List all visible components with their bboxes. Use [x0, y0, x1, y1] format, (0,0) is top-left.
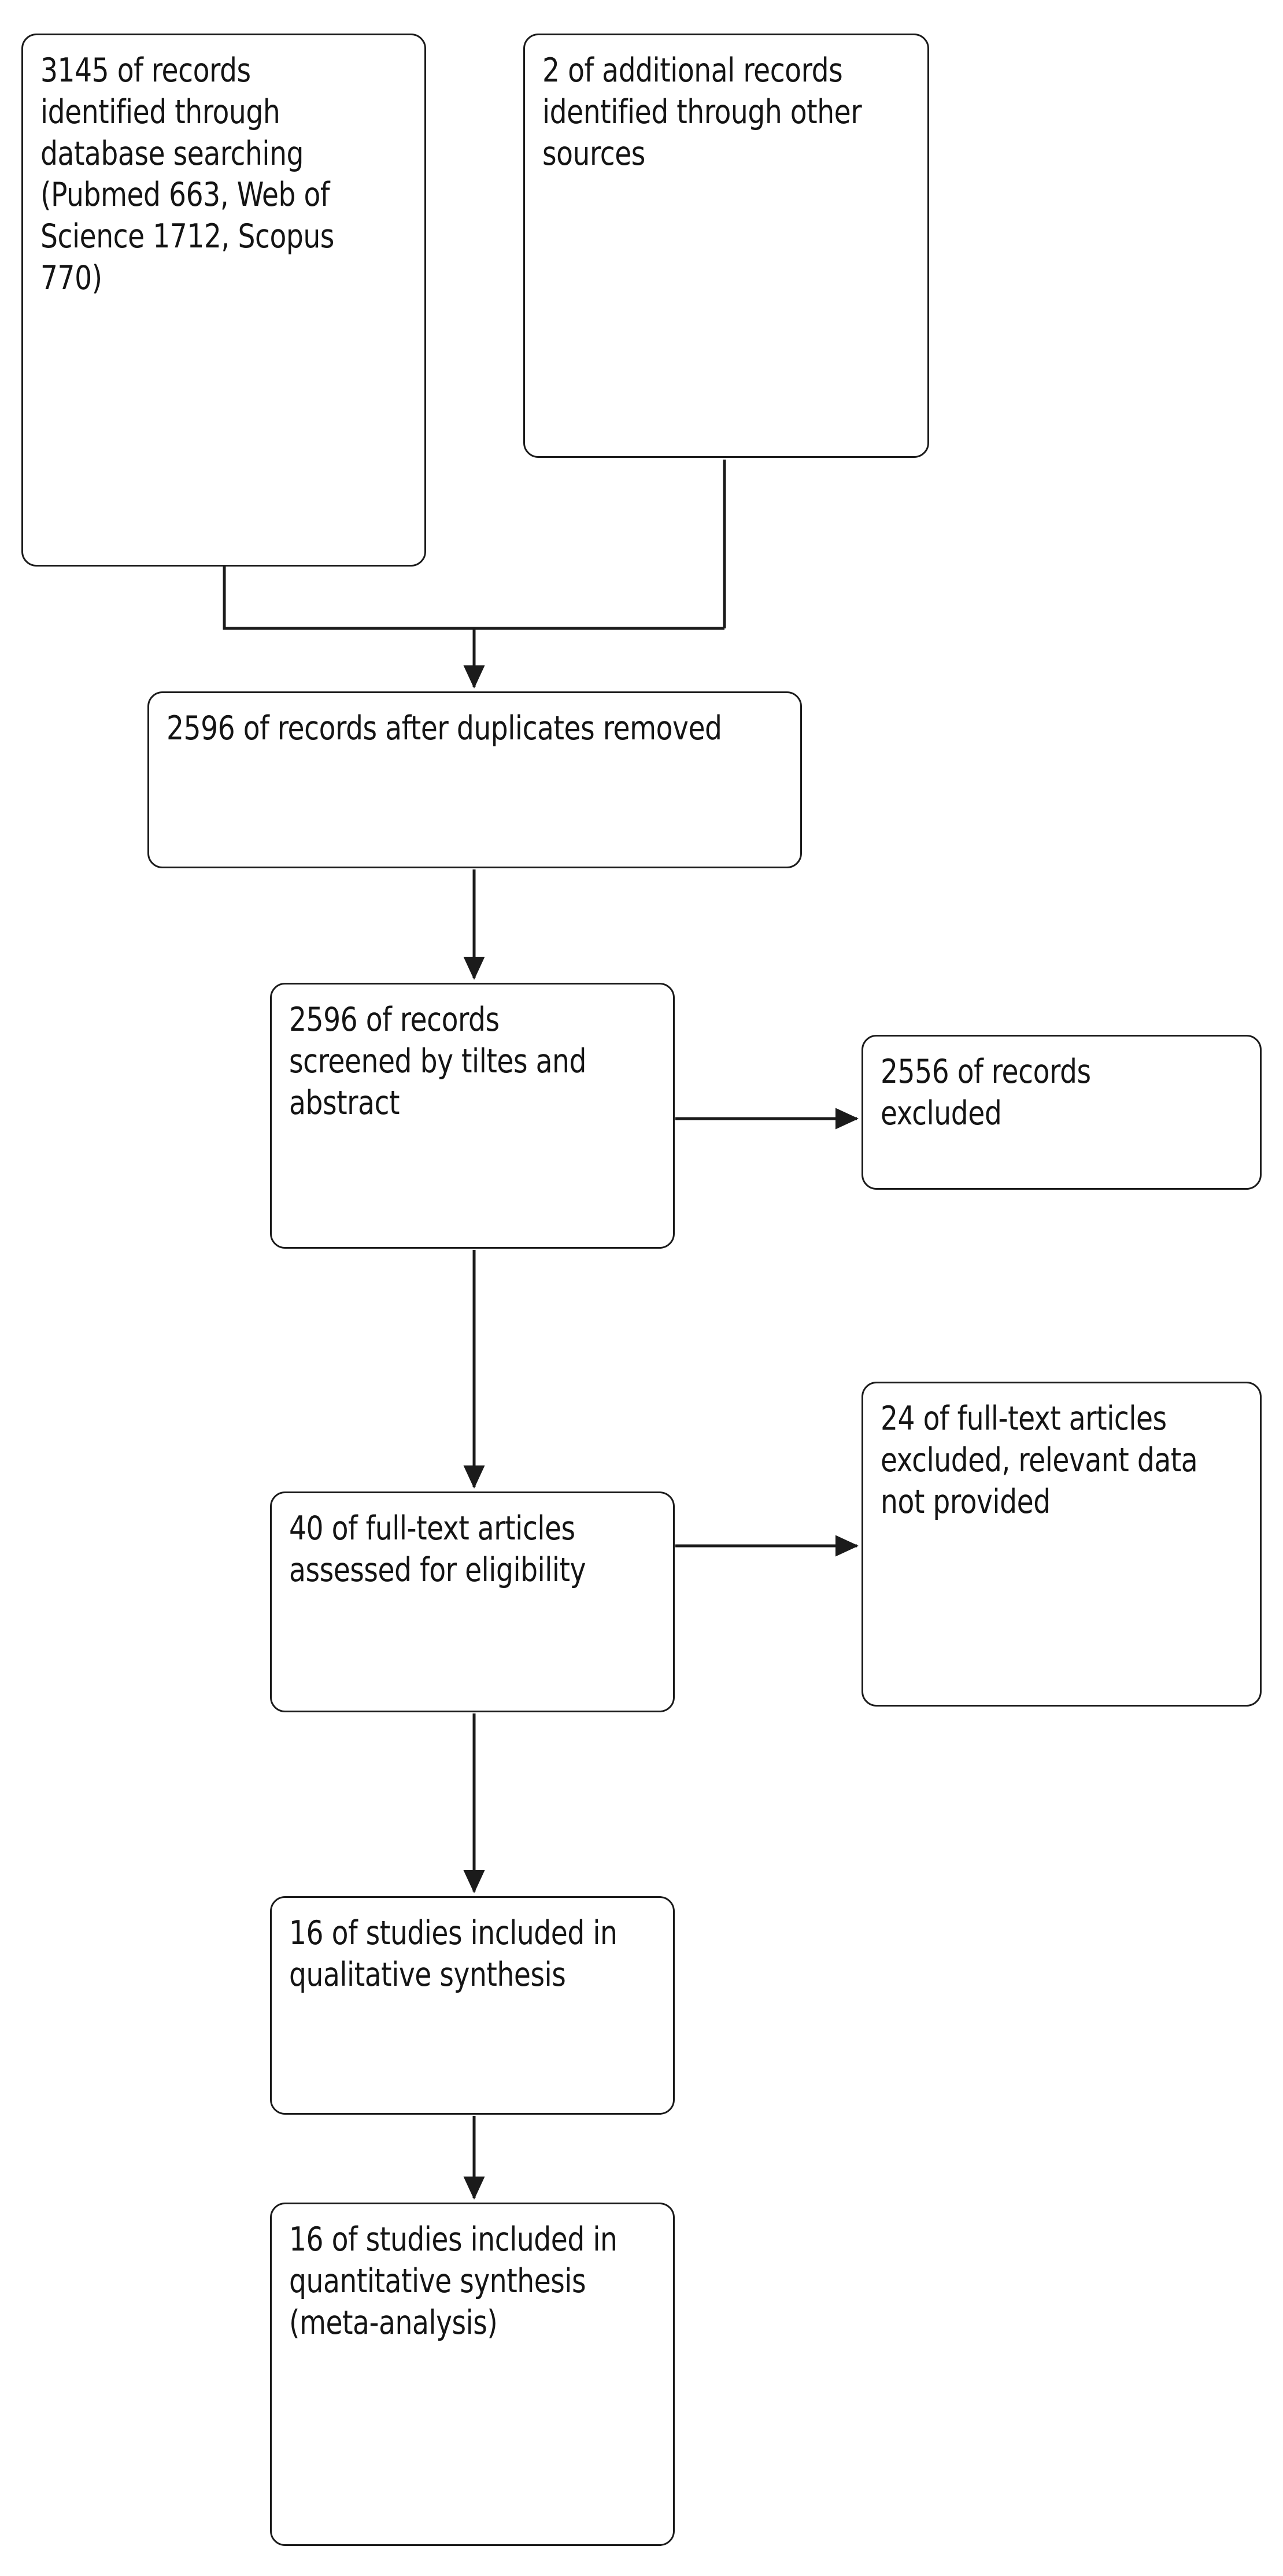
node-records-identified-other-sources: 2 of additional records identified throu… — [523, 34, 929, 458]
node-label: 16 of studies included in quantitative s… — [289, 2220, 618, 2342]
node-label: 2596 of records after duplicates removed — [167, 709, 722, 747]
node-fulltext-articles-excluded: 24 of full-text articles excluded, relev… — [862, 1382, 1262, 1707]
node-label: 2556 of records excluded — [881, 1053, 1091, 1132]
node-label: 3145 of records identified through datab… — [40, 51, 334, 298]
edge-identified-to-duplicates — [223, 567, 724, 630]
node-label: 24 of full-text articles excluded, relev… — [881, 1400, 1198, 1521]
node-label: 40 of full-text articles assessed for el… — [289, 1509, 586, 1589]
node-label: 2 of additional records identified throu… — [542, 51, 862, 173]
node-studies-quantitative-synthesis: 16 of studies included in quantitative s… — [270, 2203, 675, 2546]
node-studies-qualitative-synthesis: 16 of studies included in qualitative sy… — [270, 1896, 675, 2115]
node-records-screened: 2596 of records screened by tiltes and a… — [270, 983, 675, 1249]
node-records-identified-database: 3145 of records identified through datab… — [21, 34, 426, 567]
node-fulltext-articles-assessed: 40 of full-text articles assessed for el… — [270, 1491, 675, 1712]
node-records-excluded: 2556 of records excluded — [862, 1035, 1262, 1190]
node-label: 2596 of records screened by tiltes and a… — [289, 1001, 587, 1122]
node-label: 16 of studies included in qualitative sy… — [289, 1914, 618, 1994]
node-records-after-duplicates-removed: 2596 of records after duplicates removed — [147, 691, 802, 868]
